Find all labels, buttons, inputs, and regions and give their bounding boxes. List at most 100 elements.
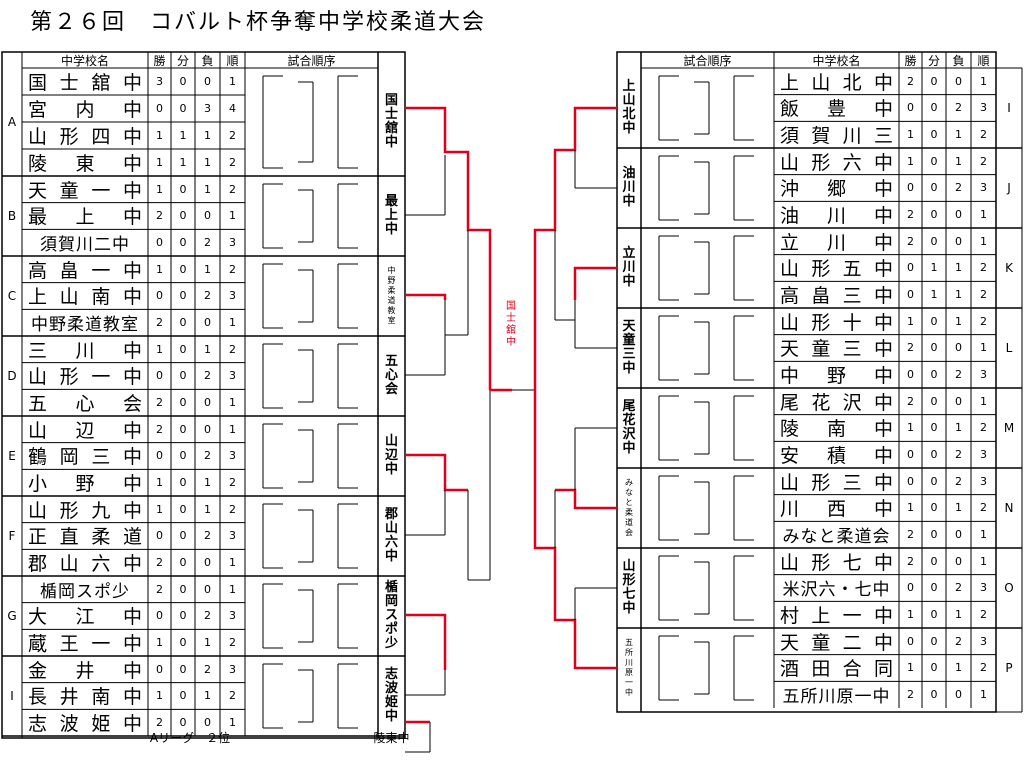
win-count: 2 bbox=[907, 394, 914, 408]
draw-count: 0 bbox=[930, 661, 938, 675]
draw-count: 0 bbox=[930, 474, 938, 488]
rank: 3 bbox=[229, 236, 236, 250]
group-label: E bbox=[8, 449, 16, 463]
school-name: 山形四中 bbox=[28, 126, 142, 148]
school-name: 山形六中 bbox=[780, 151, 893, 174]
rank: 3 bbox=[229, 289, 236, 303]
draw-count: 0 bbox=[179, 316, 187, 330]
left-header-win: 勝 bbox=[153, 53, 166, 68]
win-count: 1 bbox=[156, 342, 163, 356]
draw-count: 0 bbox=[930, 234, 938, 248]
right-header-win: 勝 bbox=[904, 53, 917, 68]
school-name: 山形十中 bbox=[780, 311, 893, 334]
rank: 3 bbox=[980, 634, 987, 648]
win-count: 0 bbox=[907, 634, 914, 648]
school-name: 須賀川二中 bbox=[40, 235, 130, 256]
loss-count: 2 bbox=[955, 368, 962, 382]
win-count: 0 bbox=[156, 449, 163, 463]
draw-count: 0 bbox=[179, 342, 187, 356]
school-name: 宮内中 bbox=[28, 99, 142, 121]
draw-count: 0 bbox=[930, 314, 938, 328]
loss-count: 2 bbox=[204, 369, 211, 383]
win-count: 2 bbox=[156, 556, 163, 570]
rank: 3 bbox=[980, 474, 987, 488]
win-count: 1 bbox=[156, 156, 163, 169]
rank: 1 bbox=[980, 394, 987, 408]
loss-count: 2 bbox=[204, 529, 211, 543]
rank: 3 bbox=[229, 369, 236, 383]
group-winner: みなと柔道会 bbox=[625, 478, 633, 537]
right-table-frame bbox=[616, 51, 997, 713]
loss-count: 2 bbox=[204, 609, 211, 623]
draw-count: 0 bbox=[930, 101, 938, 115]
school-name: 村上一中 bbox=[780, 605, 893, 628]
win-count: 0 bbox=[907, 101, 914, 115]
group-winner: 最上中 bbox=[384, 194, 398, 237]
group-winner: 志波姫中 bbox=[384, 667, 398, 724]
win-count: 0 bbox=[907, 448, 914, 462]
draw-count: 0 bbox=[179, 236, 187, 250]
loss-count: 0 bbox=[204, 716, 211, 730]
loss-count: 1 bbox=[204, 129, 211, 142]
rank: 1 bbox=[980, 208, 987, 222]
loss-count: 0 bbox=[204, 209, 211, 223]
loss-count: 1 bbox=[955, 261, 962, 275]
win-path bbox=[405, 613, 447, 670]
rank: 1 bbox=[980, 528, 987, 542]
school-name: 志波姫中 bbox=[28, 713, 142, 736]
win-count: 0 bbox=[907, 581, 914, 595]
draw-count: 0 bbox=[179, 289, 187, 303]
school-name: みなと柔道会 bbox=[782, 527, 891, 548]
draw-count: 0 bbox=[930, 128, 938, 142]
win-path bbox=[533, 106, 617, 390]
rank: 1 bbox=[229, 75, 236, 88]
loss-count: 0 bbox=[955, 208, 962, 222]
loss-count: 1 bbox=[955, 154, 962, 168]
school-name: 陵南中 bbox=[780, 418, 893, 441]
loss-count: 1 bbox=[955, 314, 962, 328]
school-name: 山形五中 bbox=[780, 258, 893, 281]
rank: 3 bbox=[229, 662, 236, 676]
school-name: 安積中 bbox=[780, 445, 893, 468]
rank: 1 bbox=[980, 74, 987, 88]
draw-count: 0 bbox=[930, 448, 938, 462]
draw-count: 1 bbox=[179, 156, 187, 169]
win-count: 0 bbox=[156, 289, 163, 303]
win-count: 0 bbox=[156, 609, 163, 623]
group-winner: 中野柔道教室 bbox=[387, 266, 396, 325]
win-count: 1 bbox=[907, 154, 914, 168]
group-winner: 山辺中 bbox=[384, 434, 398, 477]
win-path bbox=[405, 293, 447, 300]
rank: 1 bbox=[229, 716, 236, 730]
group-label: F bbox=[8, 529, 16, 543]
school-name: 米沢六・七中 bbox=[782, 580, 891, 601]
win-path bbox=[573, 266, 617, 300]
champion-label: 国士舘中 bbox=[506, 301, 516, 348]
rank: 1 bbox=[229, 556, 236, 570]
loss-count: 0 bbox=[955, 74, 962, 88]
loss-count: 0 bbox=[204, 75, 211, 88]
school-name: 中野中 bbox=[780, 365, 893, 388]
win-count: 0 bbox=[156, 236, 163, 250]
loss-count: 1 bbox=[955, 608, 962, 622]
school-name: 山形一中 bbox=[28, 366, 142, 389]
loss-count: 1 bbox=[204, 476, 211, 490]
win-count: 1 bbox=[907, 501, 914, 515]
loss-count: 1 bbox=[204, 342, 211, 356]
draw-count: 0 bbox=[179, 662, 187, 676]
rank: 1 bbox=[229, 422, 236, 436]
loss-count: 0 bbox=[955, 234, 962, 248]
school-name: 須賀川三 bbox=[780, 125, 893, 148]
school-name: 上山南中 bbox=[28, 286, 142, 309]
loss-count: 2 bbox=[955, 181, 962, 195]
loss-count: 2 bbox=[955, 581, 962, 595]
draw-count: 0 bbox=[930, 181, 938, 195]
win-path bbox=[555, 488, 617, 510]
school-name: 高畠一中 bbox=[28, 259, 142, 282]
win-count: 0 bbox=[907, 181, 914, 195]
win-count: 3 bbox=[156, 75, 163, 88]
school-name: 最上中 bbox=[28, 206, 142, 229]
rank: 2 bbox=[980, 661, 987, 675]
win-count: 2 bbox=[156, 396, 163, 410]
group-winner: 国士舘中 bbox=[384, 93, 398, 150]
